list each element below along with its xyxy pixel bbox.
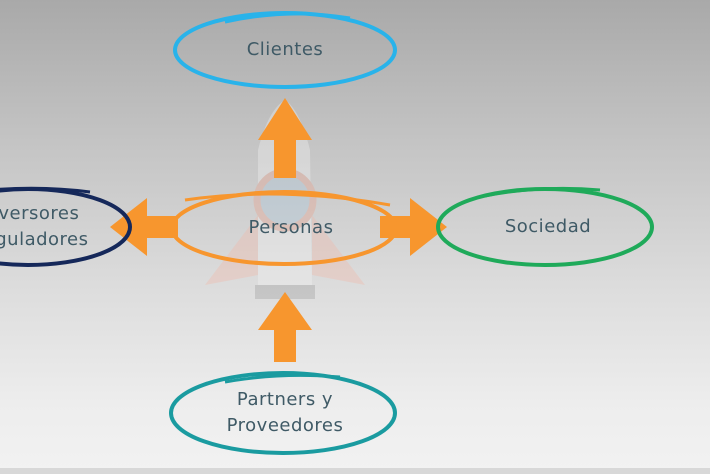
arrow-down-from-partners bbox=[258, 292, 312, 362]
ellipse-personas bbox=[170, 190, 398, 266]
node-partners-line1: Partners y bbox=[236, 389, 334, 410]
bottom-edge bbox=[0, 468, 710, 474]
ellipse-partners bbox=[169, 371, 397, 455]
node-sociedad: Sociedad bbox=[505, 214, 591, 240]
node-inversores-line1: Inversores bbox=[0, 203, 80, 224]
node-inversores-line2: Reguladores bbox=[0, 229, 89, 250]
arrows bbox=[110, 98, 447, 362]
rocket-icon bbox=[205, 100, 365, 299]
node-clientes-label: Clientes bbox=[246, 39, 324, 60]
arrow-left bbox=[110, 198, 178, 256]
node-personas: Personas bbox=[249, 215, 334, 241]
arrow-up bbox=[258, 98, 312, 178]
node-partners-line2: Proveedores bbox=[226, 415, 344, 436]
ellipse-sociedad bbox=[436, 186, 654, 267]
node-clientes: Clientes bbox=[247, 37, 324, 63]
node-personas-label: Personas bbox=[248, 217, 334, 238]
ellipse-inversores bbox=[0, 186, 132, 267]
arrow-right bbox=[380, 198, 447, 256]
node-inversores: Inversores Reguladores bbox=[0, 201, 89, 253]
node-sociedad-label: Sociedad bbox=[504, 216, 592, 237]
ellipse-clientes bbox=[173, 11, 397, 89]
node-partners: Partners y Proveedores bbox=[227, 387, 344, 439]
